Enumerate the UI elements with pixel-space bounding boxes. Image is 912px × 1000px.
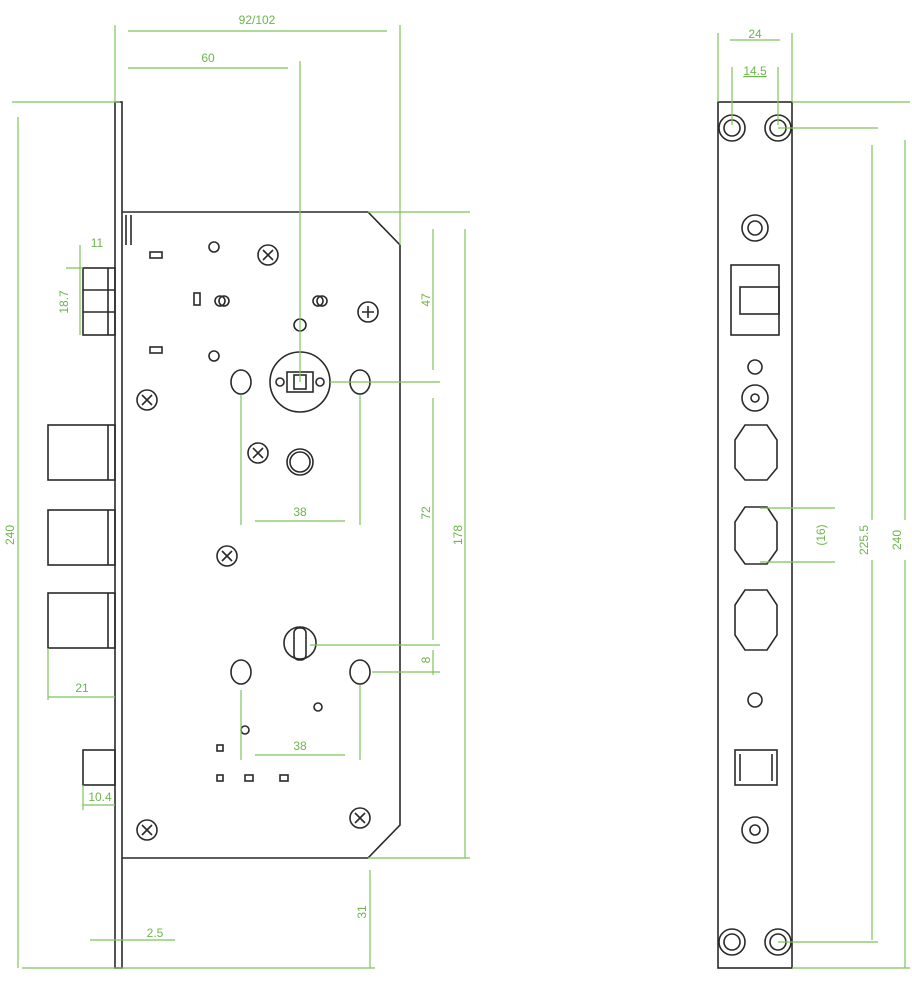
side-bolt-openings xyxy=(734,424,778,651)
dim-backset: 60 xyxy=(201,51,215,65)
dead-bolts xyxy=(47,424,116,649)
mounting-holes xyxy=(208,241,371,735)
side-view: 24 14.5 (16) 225.5 240 xyxy=(717,27,910,969)
auxiliary-latch xyxy=(82,749,116,786)
dim-screw-spacing: 14.5 xyxy=(743,64,767,78)
lock-case xyxy=(122,211,401,859)
dim-faceplate-thickness: 2.5 xyxy=(147,926,164,940)
front-dimension-lines xyxy=(12,25,470,969)
spindle-openings xyxy=(741,214,769,844)
dim-plate-height: 240 xyxy=(890,530,904,550)
front-view: 92/102 60 11 18.7 240 47 38 72 178 8 21 … xyxy=(3,13,470,969)
slots xyxy=(149,251,328,782)
dim-latch-height: 18.7 xyxy=(57,290,71,314)
side-latch xyxy=(730,264,780,336)
side-dimension-lines xyxy=(717,33,910,969)
side-aux-latch xyxy=(734,749,778,786)
faceplate xyxy=(114,101,123,969)
dim-bottom-margin: 31 xyxy=(355,905,369,919)
latch-bolt xyxy=(82,267,116,336)
dim-latch-offset: 11 xyxy=(91,236,104,250)
side-faceplate xyxy=(717,101,793,969)
dim-faceplate-height: 240 xyxy=(3,525,17,545)
dim-aux-latch: 10.4 xyxy=(88,790,112,804)
dim-spindle-to-cylinder: 72 xyxy=(419,506,433,520)
screws xyxy=(136,244,379,841)
cylinder-cam xyxy=(283,626,317,661)
dim-cylinder-hole-spacing: 38 xyxy=(293,739,307,753)
dim-screw-center-distance: 225.5 xyxy=(857,525,871,555)
dim-bolt-height: (16) xyxy=(814,524,828,545)
dim-bolt-throw: 21 xyxy=(75,681,89,695)
dim-case-height: 178 xyxy=(451,525,465,545)
dim-overall-width: 92/102 xyxy=(239,13,276,27)
dim-plate-width: 24 xyxy=(748,27,762,41)
dim-cylinder-offset: 8 xyxy=(419,656,433,663)
case-tab xyxy=(125,215,132,245)
dim-top-to-spindle: 47 xyxy=(419,293,433,307)
dim-spindle-hole-spacing: 38 xyxy=(293,505,307,519)
